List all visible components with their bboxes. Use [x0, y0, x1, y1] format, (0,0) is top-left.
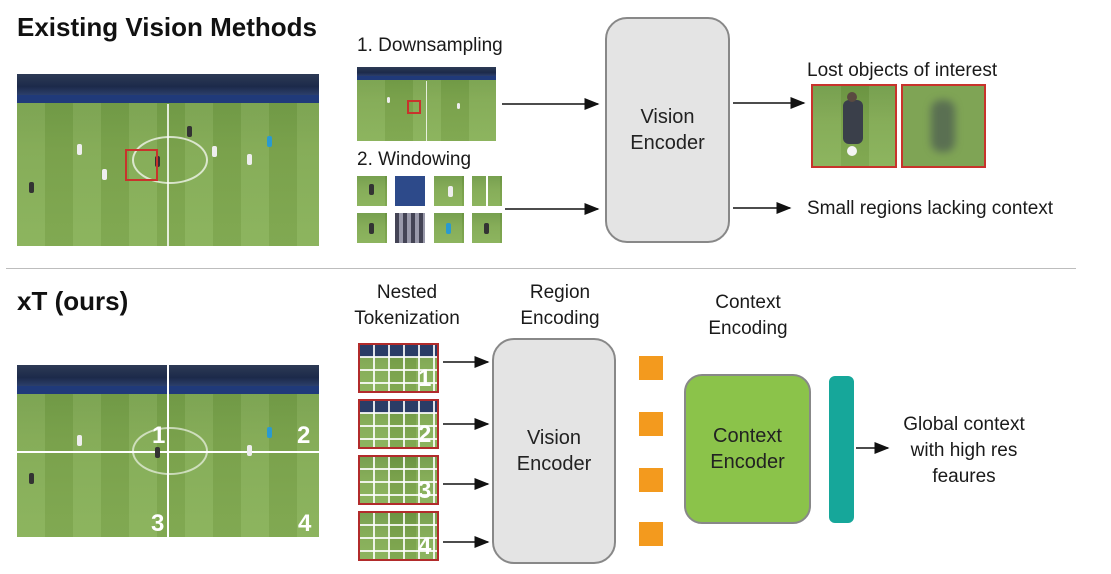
crop-low-res	[901, 84, 986, 168]
quadrant-number: 2	[297, 422, 311, 449]
window-thumb	[434, 176, 464, 206]
small-roi-box	[407, 100, 421, 114]
downsampled-image	[357, 67, 496, 141]
nested-label-line: Nested	[376, 282, 438, 303]
region-label-line: Region	[529, 282, 591, 303]
quadrant-number: 3	[151, 510, 165, 537]
step-downsampling-label: 1. Downsampling	[357, 35, 503, 56]
window-thumb	[395, 213, 425, 243]
ctx-encoder-label: Context	[713, 425, 782, 447]
tile-number: 3	[418, 477, 432, 504]
region-token	[639, 356, 663, 380]
section-title-xt: xT (ours)	[17, 286, 129, 316]
region-label-line: Encoding	[520, 308, 600, 329]
region-token	[639, 468, 663, 492]
tile-number: 2	[418, 421, 432, 448]
region-of-interest-box	[125, 149, 158, 181]
window-thumb	[357, 213, 387, 243]
window-thumb	[357, 176, 387, 206]
output-label-line: with high res	[910, 440, 1018, 461]
encoder-label: Vision	[640, 106, 695, 128]
nested-tile: 2	[358, 399, 439, 449]
nested-tile: 4	[358, 511, 439, 561]
quadrant-number: 1	[152, 422, 166, 449]
nested-tile: 3	[358, 455, 439, 505]
window-thumb	[472, 176, 502, 206]
window-thumb	[472, 213, 502, 243]
nested-label-line: Tokenization	[354, 308, 460, 329]
step-windowing-label: 2. Windowing	[357, 149, 472, 170]
region-token	[639, 522, 663, 546]
output-label-line: feaures	[932, 466, 996, 487]
tile-number: 1	[418, 365, 432, 392]
region-token	[639, 412, 663, 436]
output-lost-objects-label: Lost objects of interest	[807, 60, 998, 81]
window-thumb	[395, 176, 425, 206]
window-thumb	[434, 213, 464, 243]
soccer-field-quadrants-image: 1 2 3 4	[17, 365, 319, 537]
section-title-existing: Existing Vision Methods	[17, 12, 318, 42]
encoder-label: Vision	[526, 427, 582, 449]
global-context-output-label: Global context with high res feaures	[888, 412, 1040, 490]
encoder-label: Encoder	[630, 132, 705, 154]
ctx-encoder-label: Encoder	[710, 451, 785, 473]
context-features-bar	[829, 376, 854, 523]
output-small-regions-label: Small regions lacking context	[807, 198, 1054, 219]
crop-high-res	[811, 84, 897, 168]
context-label-line: Context	[715, 292, 781, 313]
output-label-line: Global context	[903, 414, 1025, 435]
soccer-field-image	[17, 74, 319, 246]
context-label-line: Encoding	[708, 318, 788, 339]
nested-tile: 1	[358, 343, 439, 393]
section-divider	[6, 268, 1076, 269]
tile-number: 4	[418, 533, 432, 560]
quadrant-number: 4	[298, 510, 312, 537]
encoder-label: Encoder	[516, 453, 592, 475]
